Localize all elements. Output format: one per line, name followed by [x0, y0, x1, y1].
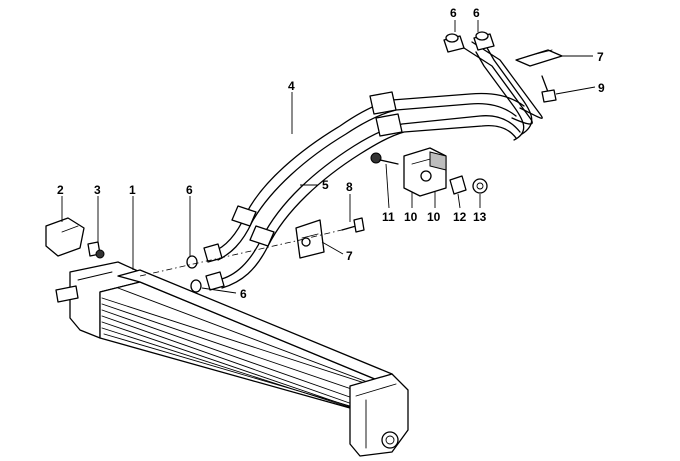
o-rings [186, 31, 489, 293]
clamp-7-top [515, 49, 563, 67]
callout-13: 13 [473, 210, 487, 224]
callout-1: 1 [129, 183, 136, 197]
bolt-9 [541, 75, 557, 103]
leader-lines [61, 20, 596, 294]
oil-lines [203, 33, 543, 291]
bushing-12 [449, 175, 467, 195]
callout-5: 5 [322, 178, 329, 192]
holder-10 [403, 147, 447, 197]
callout-9: 9 [598, 81, 605, 95]
bracket-2 [45, 217, 85, 257]
callout-4: 4 [288, 79, 295, 93]
callout-2: 2 [57, 183, 64, 197]
callout-11: 11 [382, 210, 395, 224]
callout-3: 3 [94, 183, 101, 197]
callout-8: 8 [346, 180, 353, 194]
screw-8 [341, 217, 365, 233]
bolt-11 [370, 152, 399, 165]
clamp-7-mid [295, 219, 325, 259]
bolt-3 [87, 241, 105, 259]
callout-10-right: 10 [427, 210, 441, 224]
callout-7-top: 7 [597, 50, 604, 64]
callout-12: 12 [453, 210, 467, 224]
callout-labels: 4 5 6 6 6 6 7 7 9 1 2 3 8 11 10 10 12 13 [57, 6, 605, 301]
callout-6-top-left: 6 [450, 6, 457, 20]
callout-6-lower: 6 [240, 287, 247, 301]
callout-6-left: 6 [186, 183, 193, 197]
callout-6-top-right: 6 [473, 6, 480, 20]
callout-7-mid: 7 [346, 249, 353, 263]
callout-10-left: 10 [404, 210, 418, 224]
oil-cooler [55, 261, 409, 457]
nut-13 [472, 178, 488, 194]
